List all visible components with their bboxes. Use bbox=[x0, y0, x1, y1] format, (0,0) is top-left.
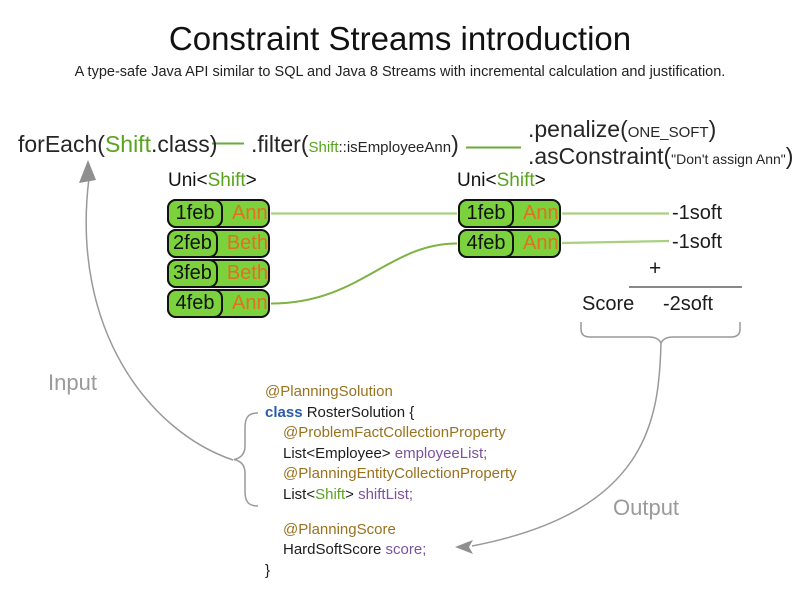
uni-right-post: > bbox=[534, 170, 546, 191]
output-label: Output bbox=[613, 495, 680, 520]
row-date: 3feb bbox=[167, 259, 218, 288]
field-name: employeeList; bbox=[394, 444, 488, 462]
input-row-2feb: 2feb Beth bbox=[167, 229, 270, 258]
code-line-class-decl: class RosterSolution { bbox=[265, 403, 517, 424]
uni-left-post: > bbox=[245, 170, 257, 191]
output-row-1feb: 1feb Ann bbox=[458, 199, 561, 228]
penalize-arg: ONE_SOFT bbox=[627, 124, 709, 141]
asconstraint-post: ) bbox=[785, 143, 794, 169]
type-decl: List<Employee> bbox=[283, 444, 395, 462]
keyword: class bbox=[265, 403, 303, 421]
filter-arg-rest: ::isEmployeeAnn bbox=[338, 139, 452, 156]
row-date: 1feb bbox=[458, 199, 514, 228]
score-bracket bbox=[580, 322, 741, 345]
close-brace: } bbox=[265, 561, 271, 579]
annotation: @PlanningEntityCollectionProperty bbox=[283, 465, 517, 483]
input-row-3feb: 3feb Beth bbox=[167, 259, 270, 288]
row-name: Ann bbox=[523, 232, 559, 254]
code-blank-line bbox=[265, 506, 517, 520]
input-row-1feb: 1feb Ann bbox=[167, 199, 270, 228]
output-row-4feb: 4feb Ann bbox=[458, 229, 561, 258]
row-name: Beth bbox=[226, 262, 268, 284]
penalty-2: -1soft bbox=[672, 231, 723, 253]
uni-shift-label-left: Uni<Shift> bbox=[168, 170, 257, 192]
code-block: @PlanningSolution class RosterSolution {… bbox=[265, 382, 517, 581]
uni-right-type: Shift bbox=[496, 170, 535, 191]
filter-post: ) bbox=[451, 131, 459, 157]
annotation: @ProblemFactCollectionProperty bbox=[283, 424, 506, 442]
code-line-score-field: HardSoftScore score; bbox=[265, 540, 517, 561]
row-date: 4feb bbox=[458, 229, 514, 258]
uni-left-pre: Uni< bbox=[168, 170, 208, 191]
row-name: Ann bbox=[523, 202, 559, 224]
row-date: 2feb bbox=[167, 229, 218, 258]
field-name: score; bbox=[385, 541, 427, 559]
code-line-planning-solution: @PlanningSolution bbox=[265, 382, 517, 403]
class-name: RosterSolution { bbox=[302, 403, 415, 421]
foreach-type: Shift bbox=[104, 131, 151, 157]
plus-sign: + bbox=[649, 257, 662, 280]
penalize-post: ) bbox=[708, 116, 717, 142]
row-name: Ann bbox=[232, 202, 268, 224]
type-decl: List< bbox=[283, 485, 316, 503]
code-line-problem-fact-annotation: @ProblemFactCollectionProperty bbox=[265, 423, 517, 444]
uni-right-pre: Uni< bbox=[457, 170, 497, 191]
type-decl: > bbox=[345, 485, 359, 503]
type-decl: HardSoftScore bbox=[283, 541, 386, 559]
shift-type: Shift bbox=[315, 485, 346, 503]
code-line-employee-list: List<Employee> employeeList; bbox=[265, 444, 517, 465]
penalize-pre: .penalize( bbox=[528, 116, 628, 142]
row-date: 4feb bbox=[167, 289, 223, 318]
penalize-expression: .penalize(ONE_SOFT) bbox=[528, 116, 716, 142]
asconstraint-pre: .asConstraint( bbox=[528, 143, 672, 169]
input-arrowhead-icon bbox=[79, 160, 96, 183]
page-title: Constraint Streams introduction bbox=[168, 20, 632, 57]
code-line-close-brace: } bbox=[265, 561, 517, 582]
code-line-planning-score-annotation: @PlanningScore bbox=[265, 520, 517, 541]
foreach-post: .class) bbox=[150, 131, 218, 157]
asconstraint-expression: .asConstraint("Don't assign Ann") bbox=[528, 143, 793, 169]
filter-expression: .filter(Shift::isEmployeeAnn) bbox=[251, 131, 459, 157]
page-subtitle: A type-safe Java API similar to SQL and … bbox=[74, 64, 726, 80]
filter-arg-type: Shift bbox=[308, 139, 339, 156]
annotation: @PlanningScore bbox=[283, 520, 396, 538]
code-line-planning-entity-annotation: @PlanningEntityCollectionProperty bbox=[265, 464, 517, 485]
penalty-1: -1soft bbox=[672, 202, 723, 224]
row-name: Beth bbox=[226, 232, 268, 254]
field-name: shiftList; bbox=[358, 485, 414, 503]
score-total: -2soft bbox=[663, 293, 714, 315]
filter-pre: .filter( bbox=[251, 131, 309, 157]
asconstraint-arg: "Don't assign Ann" bbox=[671, 151, 786, 167]
foreach-pre: forEach( bbox=[18, 131, 105, 157]
code-line-shift-list: List<Shift> shiftList; bbox=[265, 485, 517, 506]
input-row-4feb: 4feb Ann bbox=[167, 289, 270, 318]
connector-row-4feb bbox=[270, 242, 458, 305]
input-label: Input bbox=[48, 370, 97, 395]
foreach-expression: forEach(Shift.class) bbox=[18, 131, 217, 157]
score-label: Score bbox=[582, 293, 635, 315]
uni-shift-label-right: Uni<Shift> bbox=[457, 170, 546, 192]
annotation: @PlanningSolution bbox=[265, 383, 393, 400]
row-date: 1feb bbox=[167, 199, 223, 228]
code-brace bbox=[233, 412, 259, 507]
uni-left-type: Shift bbox=[207, 170, 246, 191]
row-name: Ann bbox=[232, 292, 268, 314]
connector-penalty-2 bbox=[561, 239, 670, 245]
